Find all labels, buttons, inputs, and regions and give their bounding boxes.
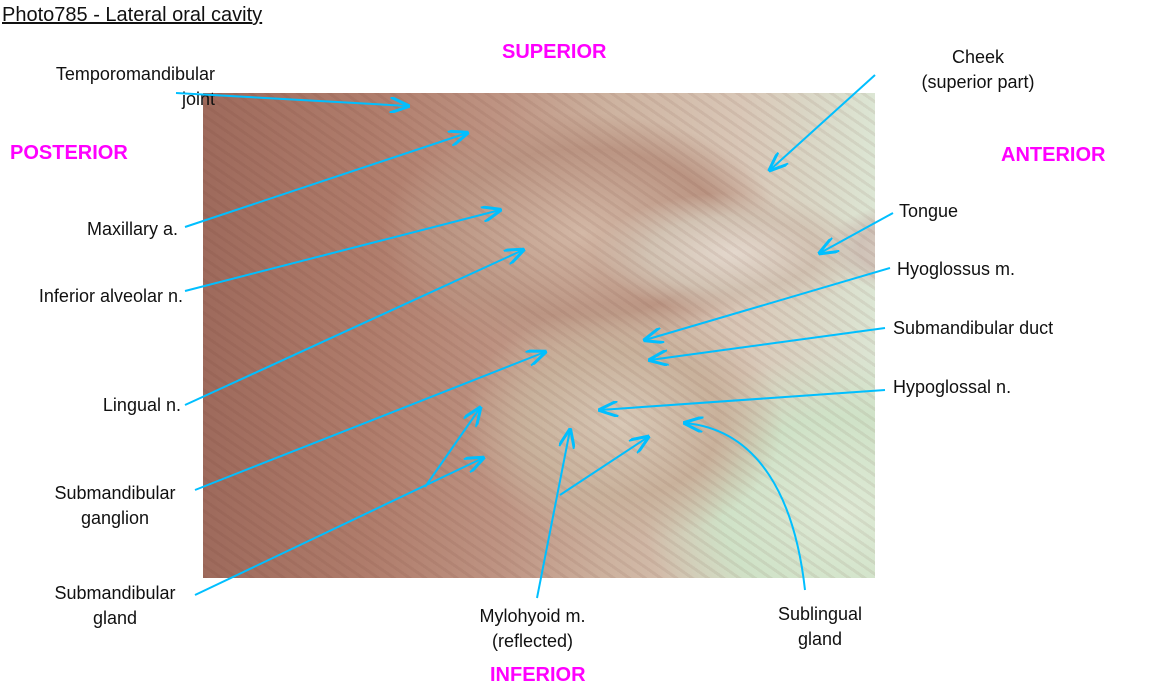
arrow-tongue bbox=[820, 212, 894, 253]
arrow-sublingual bbox=[685, 423, 806, 591]
arrow-gland-2 bbox=[424, 408, 480, 488]
arrow-hypoglossal bbox=[600, 389, 886, 410]
direction-inferior: INFERIOR bbox=[490, 664, 586, 685]
label-inferior-alveolar-nerve: Inferior alveolar n. bbox=[38, 286, 183, 306]
direction-superior: SUPERIOR bbox=[502, 41, 607, 63]
label-tongue: Tongue bbox=[899, 201, 959, 221]
direction-anterior: ANTERIOR bbox=[1001, 144, 1106, 166]
arrow-submandibular-gland bbox=[194, 458, 483, 596]
arrow-cheek bbox=[770, 74, 876, 170]
arrow-tmj bbox=[175, 92, 408, 106]
label-hyoglossus: Hyoglossus m. bbox=[897, 259, 1016, 279]
dissection-photo bbox=[203, 93, 875, 578]
arrow-mylohyoid-2 bbox=[559, 437, 648, 496]
label-mylohyoid: Mylohyoid m.(reflected) bbox=[479, 606, 586, 651]
label-cheek: Cheek(superior part) bbox=[921, 47, 1035, 92]
arrow-submandibular-duct bbox=[650, 327, 886, 360]
label-hypoglossal-nerve: Hypoglossal n. bbox=[893, 377, 1012, 397]
arrow-lingual bbox=[184, 250, 523, 406]
label-submandibular-duct: Submandibular duct bbox=[893, 318, 1054, 338]
arrow-maxillary bbox=[184, 133, 467, 228]
direction-posterior: POSTERIOR bbox=[10, 142, 128, 164]
label-maxillary-artery: Maxillary a. bbox=[86, 219, 178, 239]
arrow-inferior-alveolar bbox=[184, 210, 500, 292]
arrow-submandibular-ganglion bbox=[194, 352, 545, 491]
arrow-hyoglossus bbox=[645, 267, 891, 340]
label-lingual-nerve: Lingual n. bbox=[102, 395, 181, 415]
figure-title: Photo785 - Lateral oral cavity bbox=[2, 4, 263, 26]
arrow-mylohyoid bbox=[536, 430, 570, 599]
